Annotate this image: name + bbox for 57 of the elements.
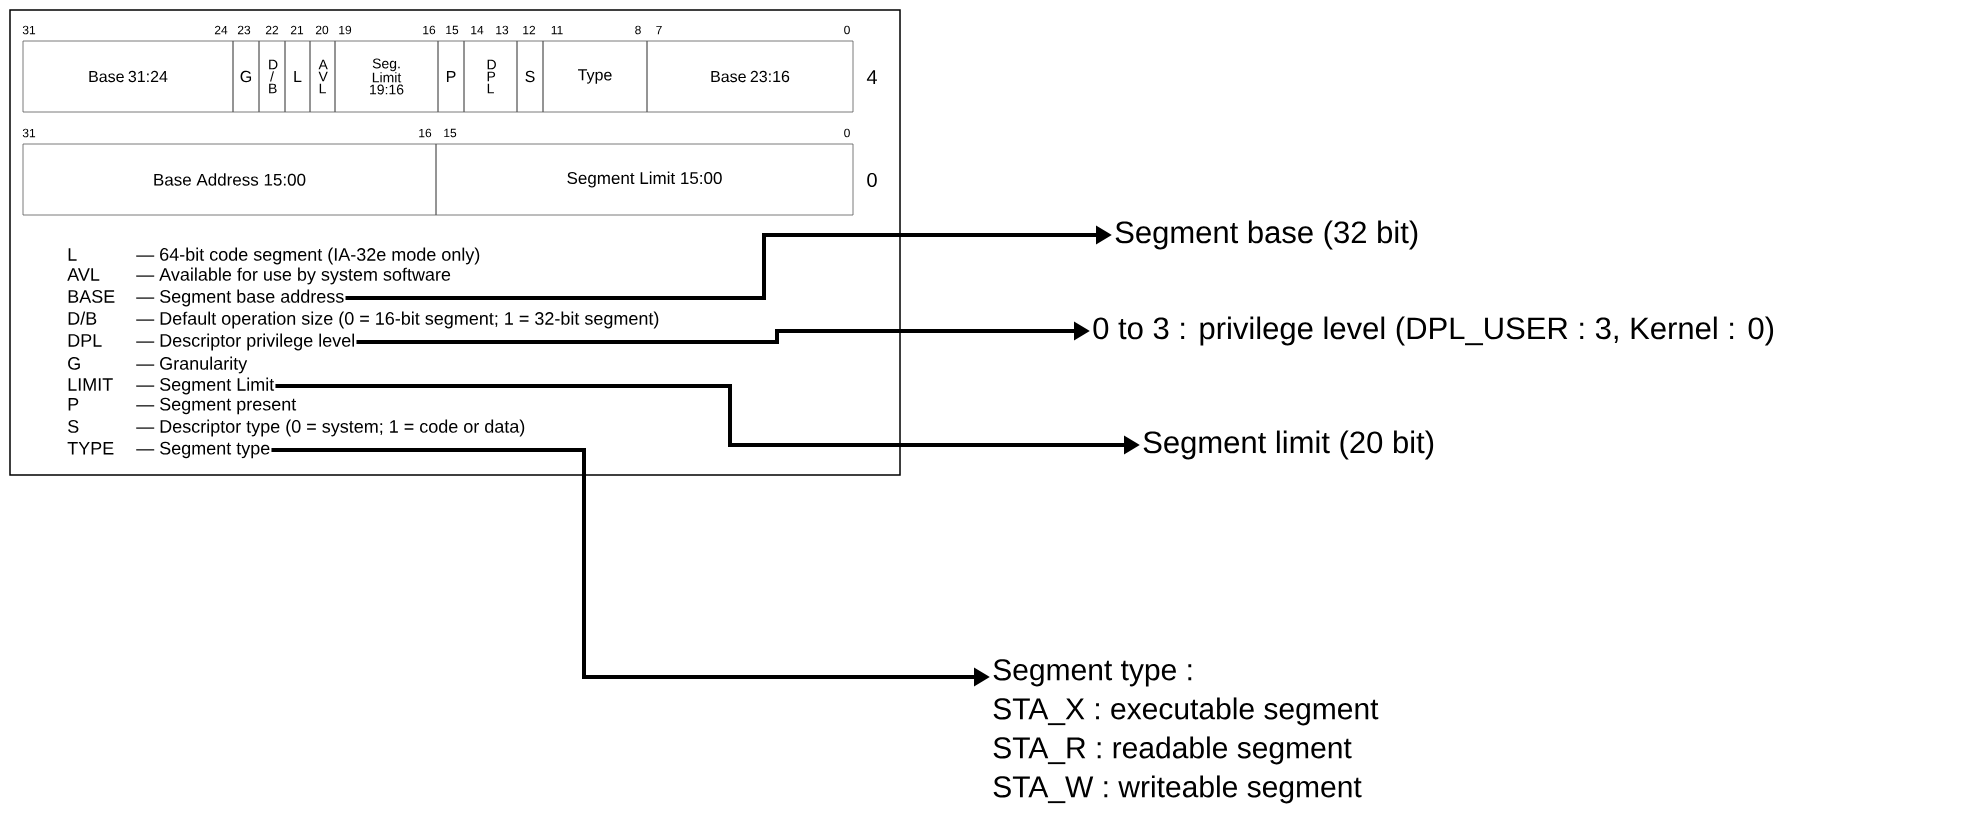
annotation: Segment base (32 bit) xyxy=(1115,220,1418,250)
label: — 64-bit code segment (IA-32e mode only) xyxy=(136,247,480,265)
legend-entry: DPL — Descriptor privilege level xyxy=(68,333,354,351)
bit-number: 16 xyxy=(419,128,432,138)
bit-field: Base Address 15:00 xyxy=(22,143,437,216)
bit-number: 13 xyxy=(496,25,509,35)
bit-number: 0 xyxy=(844,25,850,35)
bit-number: 15 xyxy=(446,25,459,35)
legend-entry: LIMIT — Segment Limit xyxy=(68,377,275,395)
legend-entry: BASE — Segment base address xyxy=(68,289,344,307)
label: — Descriptor type (0 = system; 1 = code or data) xyxy=(136,419,525,437)
bit-number: 12 xyxy=(523,25,536,35)
legend-entry: G — Granularity xyxy=(68,356,248,374)
legend-entry: AVL — Available for use by system software xyxy=(67,267,451,285)
bit-field: Base 31:24 xyxy=(22,40,234,113)
legend-entry: S — Descriptor type (0 = system; 1 = code or data) xyxy=(68,419,525,437)
label: — Segment present xyxy=(136,397,297,415)
bit-number: 21 xyxy=(290,25,304,35)
bit-number: 15 xyxy=(444,128,457,138)
bit-number: 19 xyxy=(339,25,352,35)
row-offset: 0 xyxy=(867,172,877,188)
label: — Granularity xyxy=(136,356,248,374)
bit-field: G xyxy=(232,40,260,113)
bit-field: Type xyxy=(542,40,648,113)
annotation: Segment limit (20 bit) xyxy=(1143,430,1434,460)
bit-field: Segment Limit 15:00 xyxy=(435,143,854,216)
bit-number: 31 xyxy=(22,128,36,138)
row-offset: 4 xyxy=(866,70,877,84)
legend-entry: TYPE — Segment type xyxy=(67,441,270,459)
bit-number: 11 xyxy=(551,25,563,35)
legend-entry: D/B — Default operation size (0 = 16-bit segment; 1 = 32-bit segment) xyxy=(68,311,659,329)
bit-number: 23 xyxy=(237,25,251,35)
bit-number: 0 xyxy=(844,128,850,138)
bit-field: S xyxy=(516,40,544,113)
bit-number: 8 xyxy=(635,25,641,35)
bit-number: 14 xyxy=(471,25,484,35)
bit-field: A V L xyxy=(309,40,336,113)
legend-entry: L — 64-bit code segment (IA-32e mode only) xyxy=(68,247,480,265)
bit-number: 24 xyxy=(214,25,228,35)
bit-number: 16 xyxy=(423,25,436,35)
bit-field: Base 23:16 xyxy=(646,40,854,113)
bit-number: 7 xyxy=(656,25,662,35)
label: P xyxy=(68,398,79,411)
bit-field: L xyxy=(284,40,311,113)
bit-field: D P L xyxy=(463,40,518,113)
label: G xyxy=(68,357,80,370)
bit-field: Seg. Limit 19:16 xyxy=(334,40,439,113)
bit-number: 31 xyxy=(22,25,36,35)
bit-number: 22 xyxy=(265,25,279,35)
bit-field: P xyxy=(437,40,465,113)
label: S xyxy=(68,420,79,433)
bit-field: D / B xyxy=(258,40,286,113)
annotation: 0 to 3 : privilege level (DPL_USER : 3, Kernel : 0) xyxy=(1093,316,1774,346)
annotation: Segment type : STA_X : executable segment STA_R : readable segment STA_W : writeable segment xyxy=(993,659,1379,804)
label: L xyxy=(68,248,77,261)
bit-number: 20 xyxy=(315,25,329,35)
legend-entry: P — Segment present xyxy=(68,397,297,415)
